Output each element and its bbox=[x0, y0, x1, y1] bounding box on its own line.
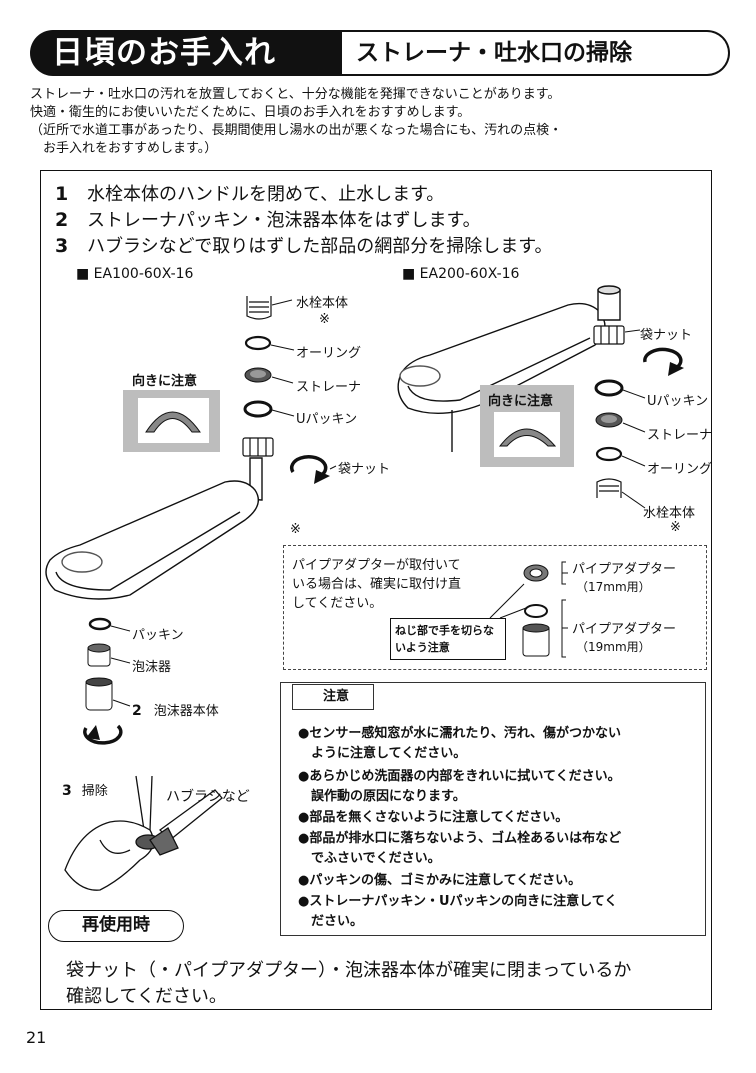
section-subtitle: ストレーナ・吐水口の掃除 bbox=[342, 30, 730, 76]
caution-title: 注意 bbox=[292, 684, 374, 710]
left-direction-caution-label: 向きに注意 bbox=[132, 374, 198, 389]
reuse-line: 確認してください。 bbox=[66, 986, 227, 1007]
model-label-right: ■ EA200-60X-16 bbox=[402, 266, 520, 282]
caution-line: ●ストレーナパッキン・Uパッキンの向きに注意してく bbox=[298, 894, 618, 909]
right-faucet-thread bbox=[596, 478, 622, 498]
right-direction-caution-label: 向きに注意 bbox=[488, 394, 554, 409]
left-rotate-arrow bbox=[289, 455, 328, 478]
page-number: 21 bbox=[26, 1028, 47, 1047]
left-aerator-body bbox=[85, 677, 113, 711]
left-label-asterisk: ※ bbox=[319, 312, 330, 327]
reuse-heading: 再使用時 bbox=[48, 910, 184, 942]
right-strainer bbox=[595, 412, 623, 428]
caution-line: ●センサー感知窓が水に濡れたり、汚れ、傷がつかない bbox=[298, 726, 621, 741]
left-label-o-ring: オーリング bbox=[296, 346, 362, 361]
left-label-strainer: ストレーナ bbox=[296, 380, 362, 395]
instruction-panel bbox=[40, 170, 712, 1010]
caution-line: ●あらかじめ洗面器の内部をきれいに拭いてください。 bbox=[298, 769, 621, 784]
left-o-ring bbox=[244, 335, 272, 351]
intro-line: （近所で水道工事があったり、長期間使用し湯水の出が悪くなった場合にも、汚れの点検… bbox=[30, 123, 563, 138]
right-label-faucet-body: 水栓本体 bbox=[643, 506, 696, 521]
aerator-rotate-arrow bbox=[83, 724, 123, 745]
caution-line: ●部品を無くさないように注意してください。 bbox=[298, 810, 569, 825]
caution-box bbox=[280, 682, 706, 936]
caution-line: ●パッキンの傷、ゴミかみに注意してください。 bbox=[298, 873, 582, 888]
caution-line: でふさいでください。 bbox=[298, 851, 441, 866]
adapter-note-box bbox=[283, 545, 707, 670]
thread-cut-notice: ねじ部で手を切らないよう注意 bbox=[390, 618, 506, 660]
right-label-strainer: ストレーナ bbox=[647, 428, 713, 443]
left-faucet-spout bbox=[45, 457, 263, 600]
adapter-19mm-icon bbox=[522, 604, 550, 657]
intro-line: お手入れをおすすめします。） bbox=[30, 141, 218, 156]
caution-line: ように注意してください。 bbox=[298, 746, 467, 761]
adapter-17-size: （17mm用） bbox=[576, 580, 651, 594]
right-faucet-spout bbox=[397, 285, 621, 452]
right-label-asterisk: ※ bbox=[670, 520, 681, 535]
reuse-line: 袋ナット（・パイプアダプター）・泡沫器本体が確実に閉まっているか bbox=[66, 960, 632, 981]
intro-line: ストレーナ・吐水口の汚れを放置しておくと、十分な機能を発揮できないことがあります… bbox=[30, 87, 561, 102]
right-rotate-arrow bbox=[643, 347, 683, 370]
adapter-note-line: してください。 bbox=[292, 596, 383, 611]
intro-line: 快適・衛生的にお使いいただくために、日頃のお手入れをおすすめします。 bbox=[30, 105, 471, 120]
left-label-faucet-body: 水栓本体 bbox=[296, 296, 349, 311]
right-u-packing bbox=[594, 379, 624, 397]
model-label-left: ■ EA100-60X-16 bbox=[76, 266, 194, 282]
left-u-packing bbox=[243, 400, 273, 418]
adapter-note-line: いる場合は、確実に取付け直 bbox=[292, 577, 462, 592]
toothbrush-label: ハブラシなど bbox=[166, 789, 250, 805]
right-label-o-ring: オーリング bbox=[647, 462, 713, 477]
right-label-u-packing: Uパッキン bbox=[647, 394, 709, 409]
left-aerator bbox=[87, 643, 111, 667]
caution-line: ださい。 bbox=[298, 914, 364, 929]
caution-line: 誤作動の原因になります。 bbox=[298, 789, 466, 804]
right-bag-nut bbox=[593, 325, 625, 345]
adapter-note-line: パイプアダプターが取付いて bbox=[292, 558, 461, 573]
left-label-packing: パッキン bbox=[132, 628, 184, 643]
adapter-19-size: （19mm用） bbox=[576, 640, 651, 654]
caution-line: ●部品が排水口に落ちないよう、ゴム栓あるいは布など bbox=[298, 831, 622, 846]
left-packing bbox=[88, 617, 112, 631]
left-label-u-packing: Uパッキン bbox=[296, 412, 358, 427]
adapter-19-label: パイプアダプター bbox=[572, 622, 677, 637]
left-faucet-thread bbox=[246, 296, 272, 320]
adapter-note-marker: ※ bbox=[290, 522, 301, 537]
hand-cleaning-illustration bbox=[64, 775, 223, 891]
section-title: 日頃のお手入れ bbox=[30, 30, 342, 76]
left-strainer bbox=[244, 367, 272, 383]
left-bag-nut bbox=[242, 437, 274, 457]
left-label-bag-nut: 袋ナット bbox=[338, 462, 391, 477]
right-label-bag-nut: 袋ナット bbox=[640, 328, 693, 343]
left-label-aerator: 泡沫器 bbox=[132, 660, 172, 675]
adapter-17mm-icon bbox=[523, 564, 549, 582]
right-o-ring bbox=[595, 446, 623, 462]
adapter-17-label: パイプアダプター bbox=[572, 562, 677, 577]
